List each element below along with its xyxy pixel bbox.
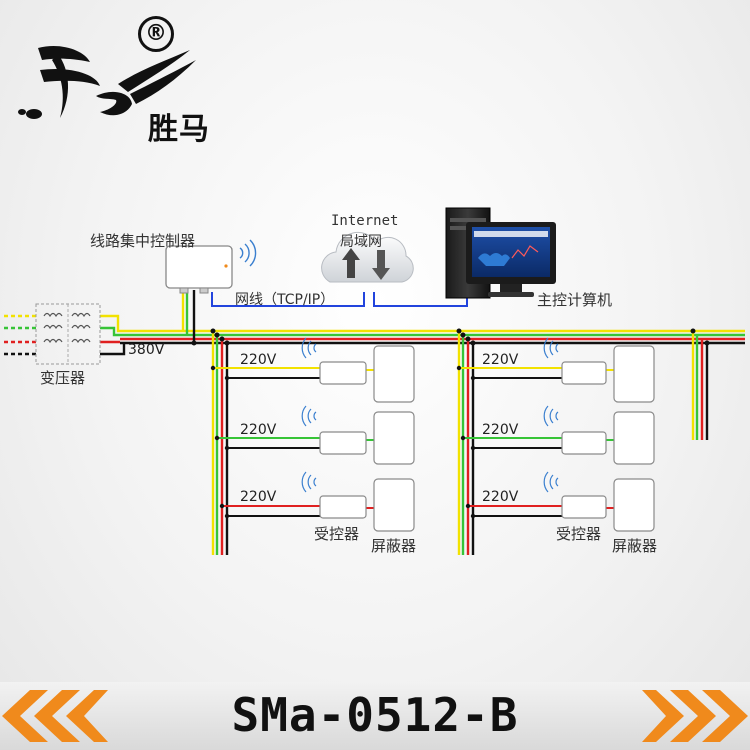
branch-voltage-label: 220V bbox=[482, 352, 519, 368]
receiver-units bbox=[319, 361, 607, 519]
main-voltage-label: 380V bbox=[128, 342, 165, 358]
shield-label: 屏蔽器 bbox=[371, 537, 417, 555]
wifi-signal-icon bbox=[239, 239, 257, 267]
branch-voltage-label: 220V bbox=[482, 422, 519, 438]
model-number: SMa-0512-B bbox=[231, 688, 519, 742]
transformer-label: 变压器 bbox=[40, 369, 86, 387]
registered-mark: ® bbox=[138, 16, 174, 52]
shield-units bbox=[373, 345, 655, 532]
branch-voltage-label: 220V bbox=[482, 489, 519, 505]
branch-voltage-label: 220V bbox=[240, 352, 277, 368]
receiver-label: 受控器 bbox=[556, 525, 602, 543]
upload-arrow-icon bbox=[342, 248, 360, 278]
network-cable-label: 网线（TCP/IP） bbox=[235, 292, 335, 308]
shield-label: 屏蔽器 bbox=[612, 537, 658, 555]
horse-logo-icon bbox=[18, 45, 196, 119]
download-arrow-icon bbox=[372, 250, 390, 280]
branch-voltage-label: 220V bbox=[240, 422, 277, 438]
receiver-label: 受控器 bbox=[314, 525, 360, 543]
host-computer-icon bbox=[445, 207, 556, 299]
footer-chevron-right-icon bbox=[642, 690, 748, 742]
footer-chevron-left-icon bbox=[2, 690, 108, 742]
receiver-wifi-icons bbox=[301, 337, 559, 493]
internet-label: Internet bbox=[331, 213, 399, 229]
host-computer-label: 主控计算机 bbox=[537, 291, 613, 309]
branch-circuits bbox=[213, 367, 614, 517]
controller-label: 线路集中控制器 bbox=[90, 232, 196, 250]
network-cable bbox=[211, 292, 468, 307]
lan-label: 局域网 bbox=[340, 234, 382, 250]
line-controller bbox=[165, 245, 233, 294]
branch-voltage-label: 220V bbox=[240, 489, 277, 505]
junction-dots bbox=[191, 328, 710, 519]
brand-name: 胜马 bbox=[148, 112, 210, 147]
transformer-icon bbox=[35, 303, 101, 365]
cloud-icon bbox=[321, 232, 414, 283]
